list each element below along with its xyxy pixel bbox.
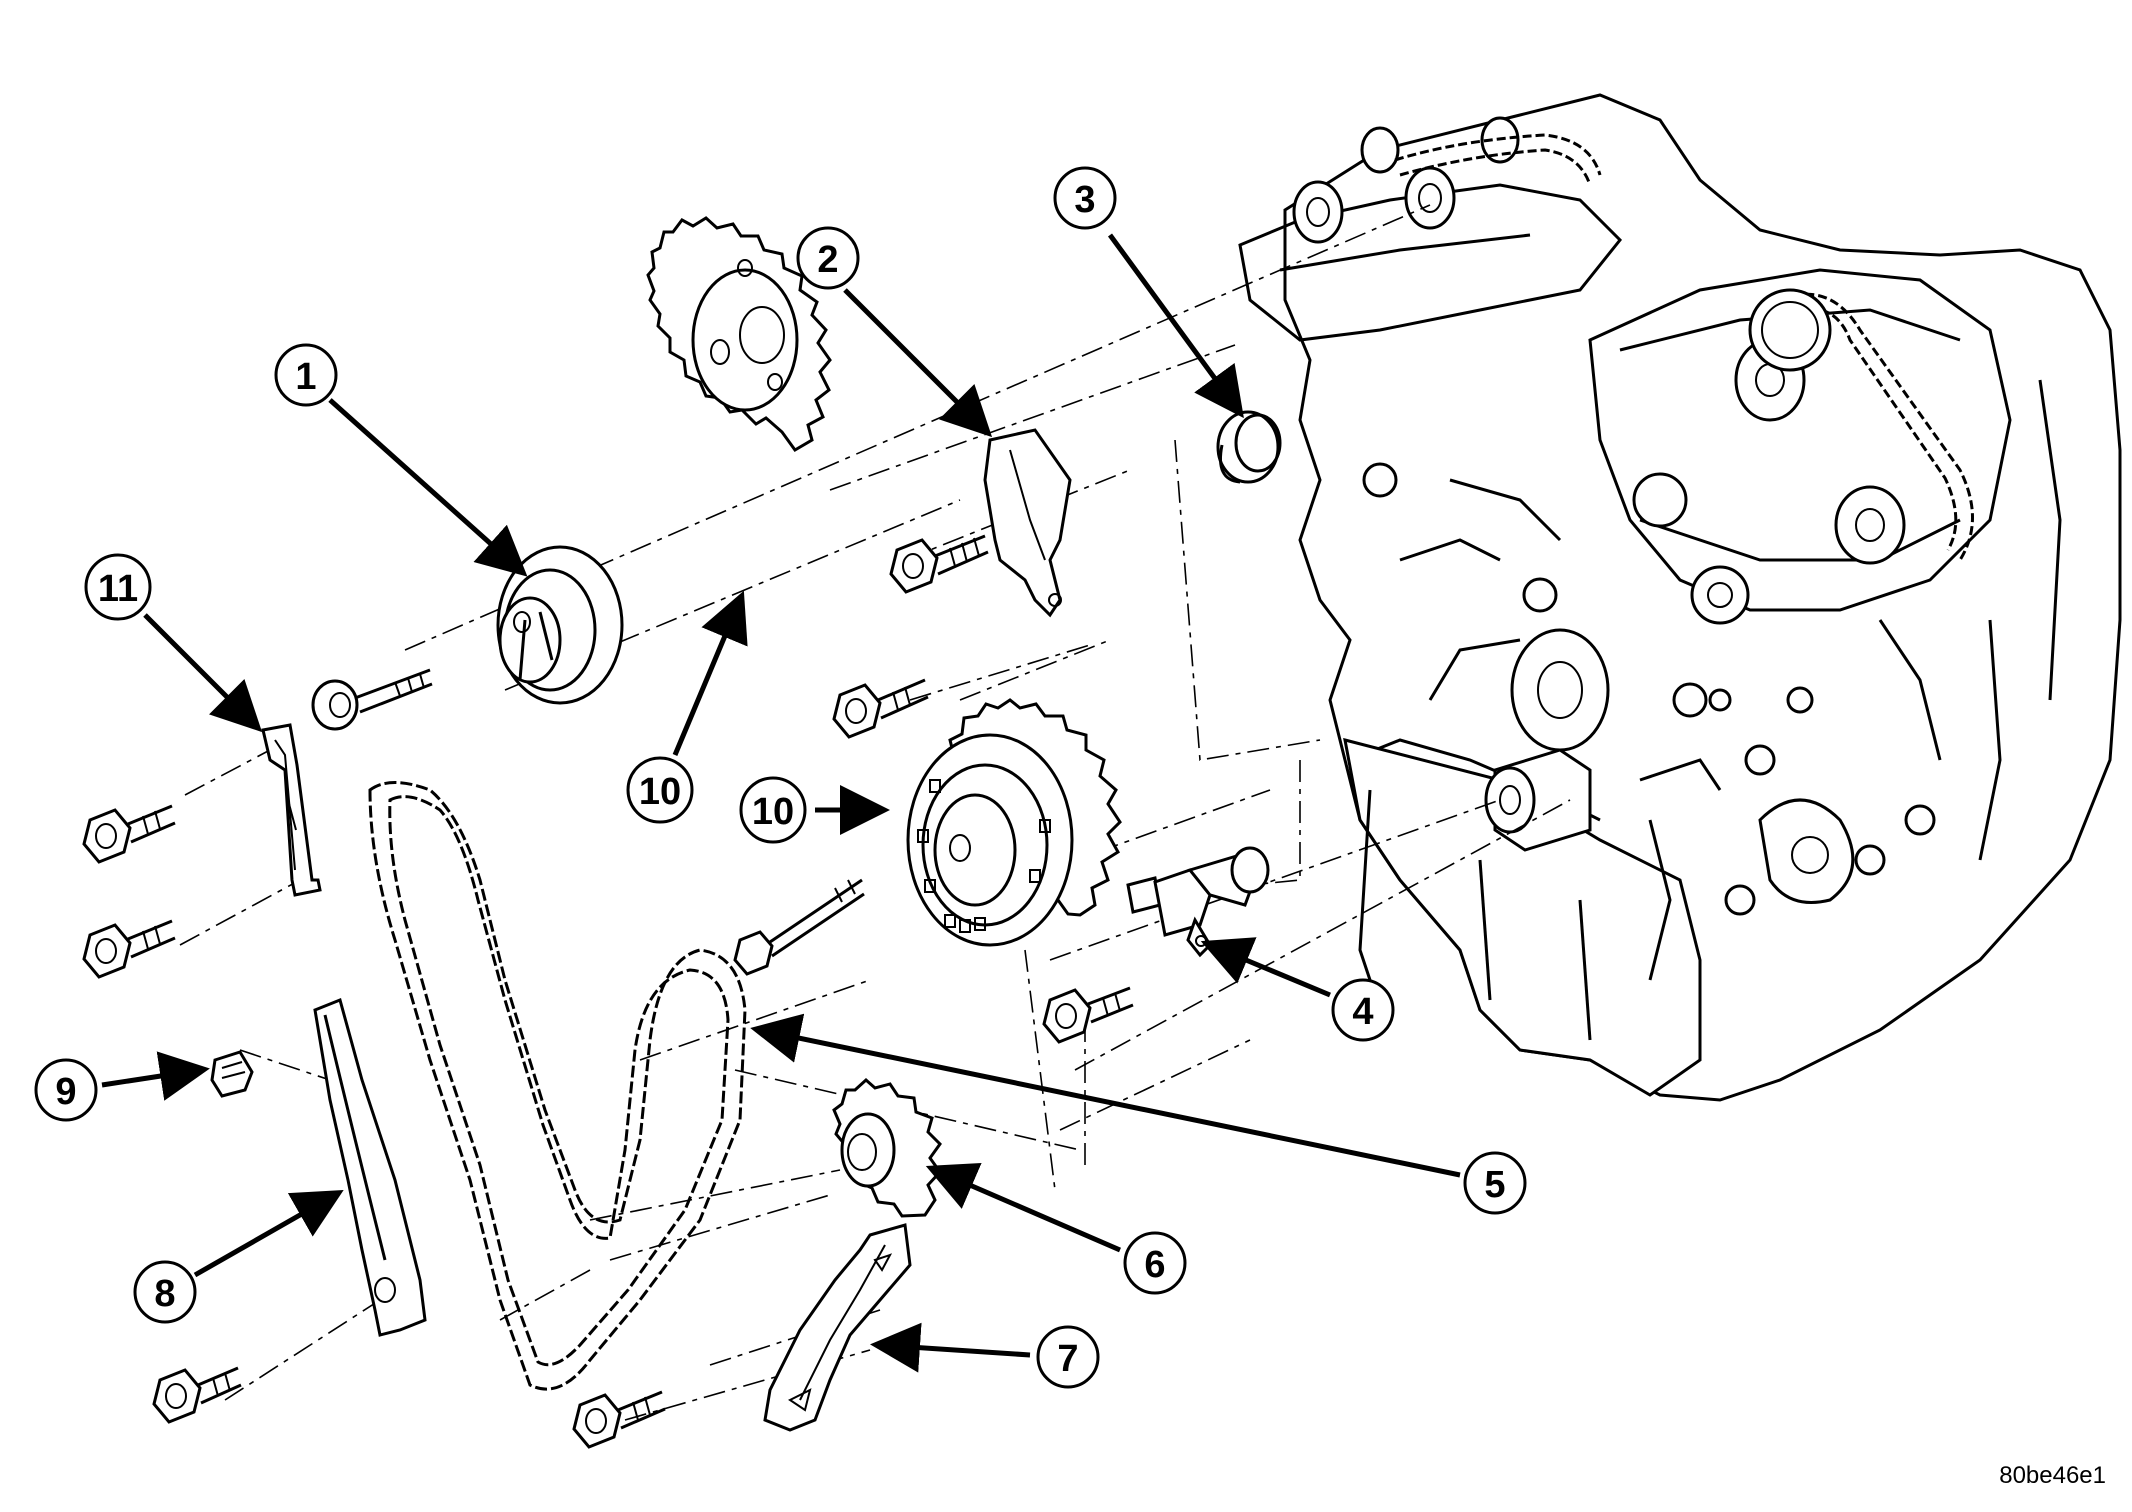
crank-bolt: [311, 668, 433, 731]
svg-text:3: 3: [1074, 179, 1095, 221]
crank-sprocket-bolt: [733, 878, 865, 976]
guide-bolt-upper: [82, 804, 176, 864]
callout-1: 1: [274, 343, 338, 407]
callout-2: 2: [796, 226, 860, 290]
svg-text:5: 5: [1484, 1164, 1505, 1206]
callout-4: 4: [1331, 978, 1395, 1042]
pivot-pin: [210, 1050, 254, 1098]
callout-7: 7: [1036, 1325, 1100, 1389]
leader-5: [750, 1013, 1461, 1178]
cam-sprocket-upper: [646, 216, 832, 452]
leader-1: [328, 398, 528, 577]
svg-text:2: 2: [817, 239, 838, 281]
svg-text:9: 9: [55, 1071, 76, 1113]
callout-9: 9: [34, 1058, 98, 1122]
right-head-camshaft-caps: [1632, 338, 1906, 625]
tensioner-arm: [313, 997, 427, 1337]
svg-text:7: 7: [1057, 1338, 1078, 1380]
svg-text:10: 10: [752, 791, 794, 833]
crankshaft-pulley: [496, 545, 624, 705]
sprocket-bolt: [832, 678, 929, 739]
callout-10-lower: 10: [739, 776, 807, 844]
leader-8: [193, 1190, 344, 1278]
svg-text:10: 10: [639, 771, 681, 813]
bracket: [983, 428, 1072, 618]
alignment-lines: [179, 204, 1571, 1421]
callouts: 1 2 3 4 5 6 7 8: [34, 166, 1527, 1389]
leader-3: [1107, 233, 1244, 419]
tensioner-bolt: [152, 1366, 242, 1424]
svg-text:4: 4: [1352, 991, 1373, 1033]
crank-position-sensor: [1126, 846, 1270, 958]
svg-text:1: 1: [295, 356, 316, 398]
figure-reference-code: 80be46e1: [1999, 1462, 2106, 1489]
leader-11: [143, 613, 263, 733]
lower-guide-bolt: [572, 1390, 666, 1449]
left-head-camshaft-caps: [1292, 116, 1520, 244]
callout-3: 3: [1053, 166, 1117, 230]
camshaft-plug: [1216, 410, 1282, 484]
svg-text:8: 8: [154, 1273, 175, 1315]
chain-guide-lower: [763, 1223, 912, 1432]
leader-6: [925, 1162, 1121, 1253]
leader-10-upper: [672, 590, 748, 756]
crank-sprocket-lower: [906, 698, 1122, 947]
leader-4: [1200, 937, 1331, 998]
sensor-bolt: [1042, 986, 1134, 1044]
engine-block: [1238, 93, 2122, 1102]
guide-bolt-lower: [82, 919, 176, 979]
callout-5: 5: [1463, 1151, 1527, 1215]
leader-2: [843, 288, 993, 438]
leader-9: [101, 1051, 210, 1101]
callout-11: 11: [84, 553, 152, 621]
callout-10-upper: 10: [626, 756, 694, 824]
leader-arrows: [101, 233, 1461, 1373]
crankshaft-nose: [1484, 628, 1610, 852]
callout-8: 8: [133, 1260, 197, 1324]
timing-chain: [368, 781, 747, 1391]
bracket-bolt: [889, 534, 989, 594]
tone-wheel-slots: [917, 779, 1051, 933]
chain-guide-left: [261, 723, 322, 897]
svg-text:6: 6: [1144, 1244, 1165, 1286]
svg-text:11: 11: [98, 568, 138, 610]
leader-7: [870, 1322, 1031, 1373]
callout-6: 6: [1123, 1231, 1187, 1295]
crank-sprocket-small: [832, 1077, 942, 1218]
